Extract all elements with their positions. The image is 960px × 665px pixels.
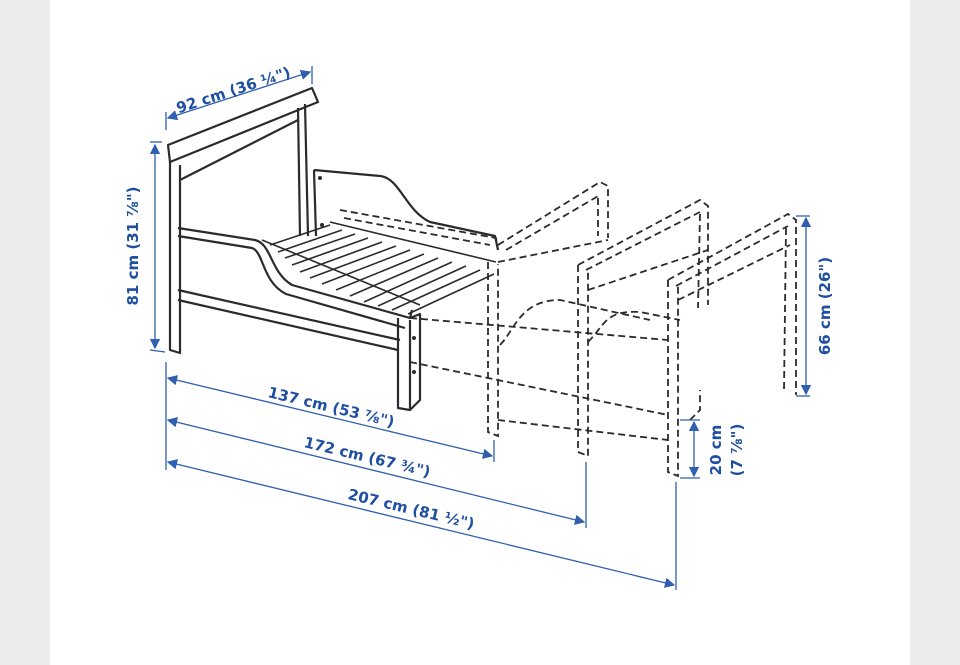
length-137-label: 137 cm (53 ⅞") <box>266 383 396 431</box>
extended-end-1 <box>339 180 609 438</box>
back-side-rail <box>312 168 500 251</box>
dimension-labels: 92 cm (36 ¼") 81 cm (31 ⅞") 137 cm (53 ⅞… <box>124 63 834 533</box>
height-label: 81 cm (31 ⅞") <box>124 187 142 306</box>
dimension-lines <box>149 66 812 590</box>
foot-post <box>396 312 422 412</box>
end-height-label: 66 cm (26") <box>816 257 834 355</box>
bed-slats <box>261 221 497 315</box>
extended-end-3 <box>667 212 797 478</box>
front-side-rail <box>177 226 414 352</box>
clearance-cm-label: 20 cm <box>707 425 725 476</box>
length-207-label: 207 cm (81 ½") <box>346 485 476 533</box>
headboard <box>166 86 320 355</box>
width-label: 92 cm (36 ¼") <box>174 63 293 117</box>
bed-frame <box>166 86 500 412</box>
clearance-in-label: (7 ⅞") <box>728 424 746 477</box>
